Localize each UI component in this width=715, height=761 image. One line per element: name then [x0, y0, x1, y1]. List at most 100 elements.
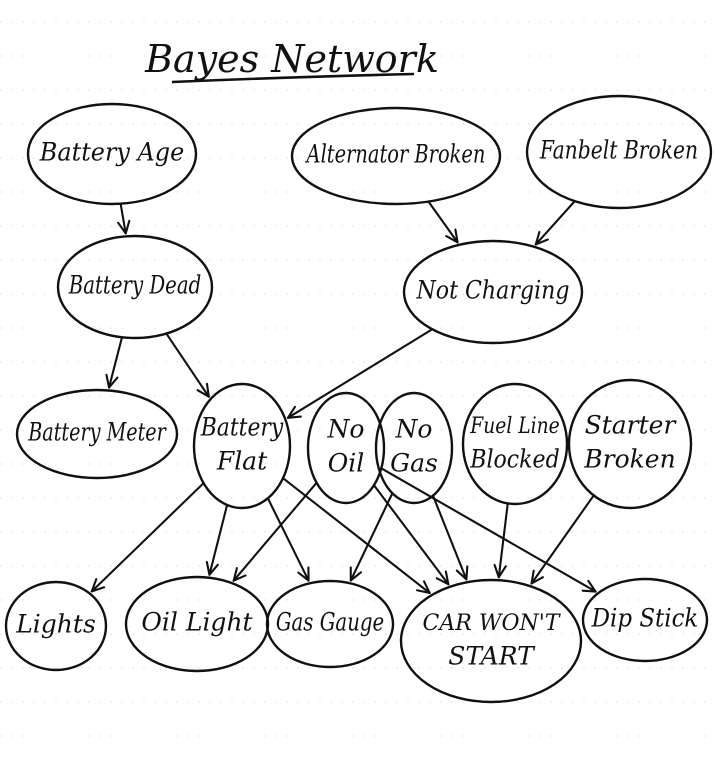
node-label: No	[395, 415, 433, 444]
edge-line	[530, 494, 595, 585]
arrow-head	[286, 405, 302, 419]
node-label: START	[448, 642, 536, 671]
node-lights: Lights	[4, 580, 108, 672]
arrow-head	[493, 563, 507, 579]
edge-line	[372, 484, 450, 586]
edge-layer	[90, 200, 597, 595]
node-alternator-broken: Alternator Broken	[290, 106, 502, 206]
arrow-head	[117, 219, 131, 235]
node-label: Broken	[583, 445, 675, 474]
node-fanbelt-broken: Fanbelt Broken	[525, 94, 713, 210]
node-label: Blocked	[469, 445, 559, 474]
edge-line	[281, 477, 431, 595]
node-label: Flat	[216, 447, 268, 476]
edge-not_charging-to-battery_flat	[286, 328, 434, 419]
arrow-head	[297, 566, 310, 582]
node-ellipse	[567, 378, 693, 510]
node-ellipse	[26, 102, 198, 206]
arrow-head	[105, 373, 119, 389]
edge-battery_flat-to-lights	[90, 482, 205, 593]
edge-line	[232, 481, 318, 582]
edge-no_oil-to-car_wont_start	[372, 484, 450, 586]
node-not-charging: Not Charging	[402, 239, 584, 345]
arrow-head	[530, 569, 544, 585]
edge-battery_dead-to-battery_flat	[165, 332, 210, 398]
arrow-head	[205, 560, 219, 576]
edge-battery_dead-to-battery_meter	[105, 336, 124, 389]
node-label: Dip Stick	[591, 604, 699, 633]
node-ellipse	[192, 382, 292, 510]
node-ellipse	[4, 580, 108, 672]
edge-no_oil-to-oil_light	[232, 481, 318, 582]
arrow-head	[534, 230, 549, 246]
arrow-head	[445, 228, 459, 244]
edge-line	[208, 503, 229, 576]
edge-line	[349, 492, 394, 582]
node-label: CAR WON'T	[423, 611, 562, 636]
node-label: Alternator Broken	[305, 140, 485, 169]
edge-line	[431, 494, 468, 581]
node-ellipse	[399, 578, 583, 704]
arrow-head	[196, 382, 210, 398]
node-dip-stick: Dip Stick	[581, 577, 709, 663]
node-label: Gas Gauge	[276, 608, 384, 637]
node-label: Not Charging	[416, 276, 570, 305]
notebook-ruled-lines	[0, 21, 715, 737]
diagram-title: Bayes Network	[144, 37, 439, 84]
node-car-wont-start: CAR WON'T START	[399, 578, 583, 704]
edge-line	[380, 467, 597, 593]
node-layer: Battery Age Alternator Broken Fanbelt Brok…	[4, 94, 713, 704]
title-underline	[171, 72, 415, 84]
arrow-head	[581, 579, 597, 593]
edge-line	[266, 497, 310, 582]
edge-battery_age-to-battery_dead	[117, 202, 131, 235]
node-ellipse	[525, 94, 713, 210]
edge-battery_flat-to-car_wont_start	[281, 477, 431, 595]
edge-line	[427, 200, 459, 244]
node-label: Oil Light	[141, 608, 253, 637]
arrow-head	[232, 567, 247, 582]
edge-no_gas-to-gas_gauge	[349, 492, 394, 582]
arrow-head	[435, 570, 450, 586]
edge-line	[119, 202, 127, 235]
edge-no_gas-to-car_wont_start	[431, 494, 469, 581]
node-label: Gas	[390, 449, 438, 478]
node-label: Oil	[328, 449, 365, 478]
node-ellipse	[290, 106, 502, 206]
edge-line	[107, 336, 124, 389]
edge-starter_broken-to-car_wont_start	[530, 494, 595, 585]
edge-fanbelt_broken-to-not_charging	[534, 200, 576, 246]
node-ellipse	[374, 391, 454, 505]
edge-line	[165, 332, 210, 398]
node-ellipse	[15, 388, 179, 480]
node-label: No	[327, 415, 365, 444]
edge-no_oil-to-dip_stick	[380, 467, 597, 593]
node-ellipse	[581, 577, 709, 663]
edge-battery_flat-to-oil_light	[205, 503, 229, 576]
node-label: Starter	[585, 411, 678, 440]
edge-alternator_broken-to-not_charging	[427, 200, 459, 244]
edge-line	[497, 502, 509, 579]
node-label: Fanbelt Broken	[539, 136, 698, 165]
node-label: Fuel Line	[469, 414, 559, 439]
edge-battery_flat-to-gas_gauge	[266, 497, 310, 582]
edge-line	[286, 328, 434, 419]
node-battery-dead: Battery Dead	[56, 234, 214, 340]
arrow-head	[415, 580, 431, 595]
node-label: Battery Age	[39, 138, 184, 167]
node-label: Battery	[200, 413, 284, 442]
arrow-head	[90, 578, 106, 593]
edge-line	[90, 482, 205, 593]
edge-fuel_line_blocked-to-car_wont_start	[493, 502, 509, 579]
edge-line	[534, 200, 576, 246]
node-label: Lights	[15, 610, 96, 639]
node-ellipse	[306, 391, 386, 505]
arrow-head	[455, 565, 469, 581]
node-oil-light: Oil Light	[124, 575, 270, 673]
node-ellipse	[265, 579, 395, 669]
node-battery-meter: Battery Meter	[15, 388, 179, 480]
